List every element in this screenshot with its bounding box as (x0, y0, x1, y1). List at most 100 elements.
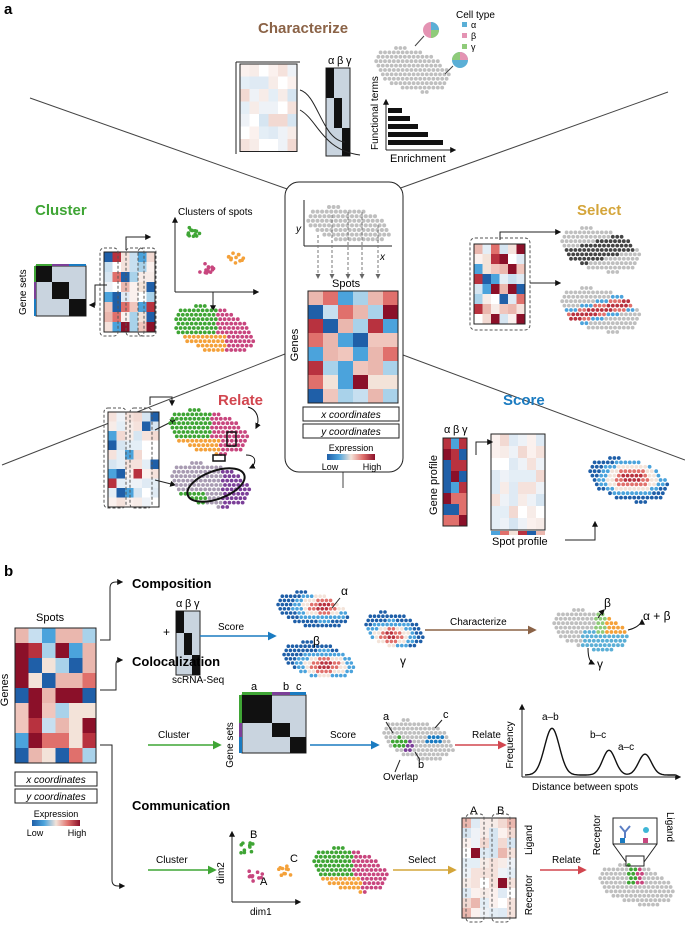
select-top-spot (599, 256, 604, 261)
select-bottom-spot (562, 303, 567, 308)
lr-matrix-cell (498, 818, 507, 828)
score-tissue-spot (623, 495, 628, 500)
select-top-spot (621, 256, 626, 261)
gamma-tissue-spot (368, 631, 373, 635)
score-matrix-cell (527, 518, 536, 530)
select-bottom-spot (584, 321, 589, 326)
cluster-matrix-border (103, 251, 156, 333)
gamma-tissue-spot (372, 631, 377, 635)
char-tissue-spot (400, 76, 405, 81)
select-bottom-spot (586, 290, 591, 295)
center-matrix-cell (383, 319, 398, 333)
comm-result-spot (651, 902, 655, 907)
relate-bottom-spot (192, 474, 197, 479)
cluster-tissue-spot (207, 321, 212, 326)
peak-a-b: a–b (542, 712, 559, 723)
beta-tissue-spot (305, 665, 310, 669)
comm-tissue-spot (356, 859, 361, 864)
select-top-spot (584, 243, 589, 248)
score-tissue-spot (597, 469, 601, 474)
select-top-spot (564, 239, 569, 244)
alpha-tissue-spot (303, 615, 308, 619)
cluster-tissue-spot (238, 339, 242, 344)
relate-top-spot (232, 434, 236, 439)
select-top-spot (619, 252, 624, 257)
char-matrix-cell (240, 114, 250, 127)
b-matrix-cell (69, 703, 83, 718)
beta-tissue-spot (294, 661, 299, 665)
char-tissue-spot (416, 72, 420, 77)
relate-matrix-cell (108, 488, 117, 498)
char-tissue-spot (394, 54, 398, 59)
char-tissue-spot (402, 81, 407, 86)
center-spot (368, 223, 373, 228)
coloc-tissue-spot (416, 739, 421, 744)
cluster-tissue-spot (194, 321, 198, 326)
alpha-tissue-spot (330, 611, 335, 615)
relate-top-spot (177, 430, 181, 434)
relate-bottom-spot (179, 491, 183, 496)
b-matrix-cell (15, 643, 29, 658)
composition-result-spot (589, 634, 594, 639)
composition-result-spot (618, 630, 623, 634)
comm-result-spot (640, 898, 644, 903)
gene-profile-cell (451, 438, 459, 449)
center-matrix-cell (353, 375, 368, 389)
relate-top-spot (207, 438, 212, 443)
beta-tissue-spot (330, 665, 335, 669)
pie-2 (452, 52, 468, 68)
center-matrix-cell (368, 333, 383, 347)
comm-tissue-spot (332, 881, 336, 886)
alpha-tissue-spot (335, 611, 339, 615)
beta-tissue-spot (315, 669, 320, 674)
cluster-tissue-spot (244, 334, 249, 339)
lr-matrix-cell (462, 858, 471, 868)
select-bottom-spot (580, 321, 584, 326)
select-bottom-spot (595, 290, 600, 295)
gamma-tissue-spot (412, 627, 417, 631)
relate-bottom-spot (223, 474, 227, 479)
relate-top-spot (174, 425, 179, 430)
relate-top-spot (170, 425, 175, 430)
comm-result-spot (657, 898, 662, 903)
select-top-spot (606, 243, 611, 248)
cluster-matrix-cell (129, 312, 138, 322)
lr-matrix-cell (489, 828, 498, 838)
relate-bottom-spot (190, 469, 194, 474)
cluster-tissue-spot (183, 334, 187, 339)
comm-tissue-spot (351, 885, 356, 890)
center-spot (329, 228, 334, 232)
select-matrix-cell (482, 284, 491, 294)
comm-tissue-spot (325, 868, 330, 872)
communication-cluster-dots (239, 841, 293, 883)
comm-tissue-spot (329, 850, 334, 855)
select-top-spot (573, 230, 578, 235)
lr-matrix-cell (471, 878, 480, 888)
lr-matrix-cell (471, 828, 480, 838)
select-matrix-cell (482, 274, 491, 284)
alpha-tissue-spot (305, 619, 310, 624)
beta-tissue-spot (307, 652, 312, 657)
cluster-matrix-cell (121, 302, 130, 312)
score-tissue-spot (638, 473, 643, 478)
char-tissue-spot (424, 54, 429, 59)
alpha-tissue-spot (284, 611, 289, 615)
beta-tissue-spot (315, 652, 320, 657)
select-bottom-spot (575, 303, 580, 308)
alpha-tissue-spot (320, 607, 325, 611)
comm-tissue-spot (343, 850, 347, 855)
composition-result-spot (567, 616, 572, 621)
select-top-spot (624, 243, 628, 248)
ligand2-label: Ligand (664, 812, 675, 842)
comm-result-spot (642, 876, 647, 881)
beta-tissue-spot (313, 657, 318, 661)
select-top-spot (593, 261, 598, 266)
beta-tissue-spot (324, 644, 328, 648)
select-bottom-spot (608, 325, 613, 330)
cluster-dot (226, 255, 231, 259)
score-tissue-spot (630, 473, 634, 478)
b-matrix-cell (28, 718, 42, 733)
cell-type-label: Cell type (456, 10, 495, 21)
gamma-tissue-spot (397, 622, 402, 627)
select-bottom-spot (575, 294, 580, 299)
